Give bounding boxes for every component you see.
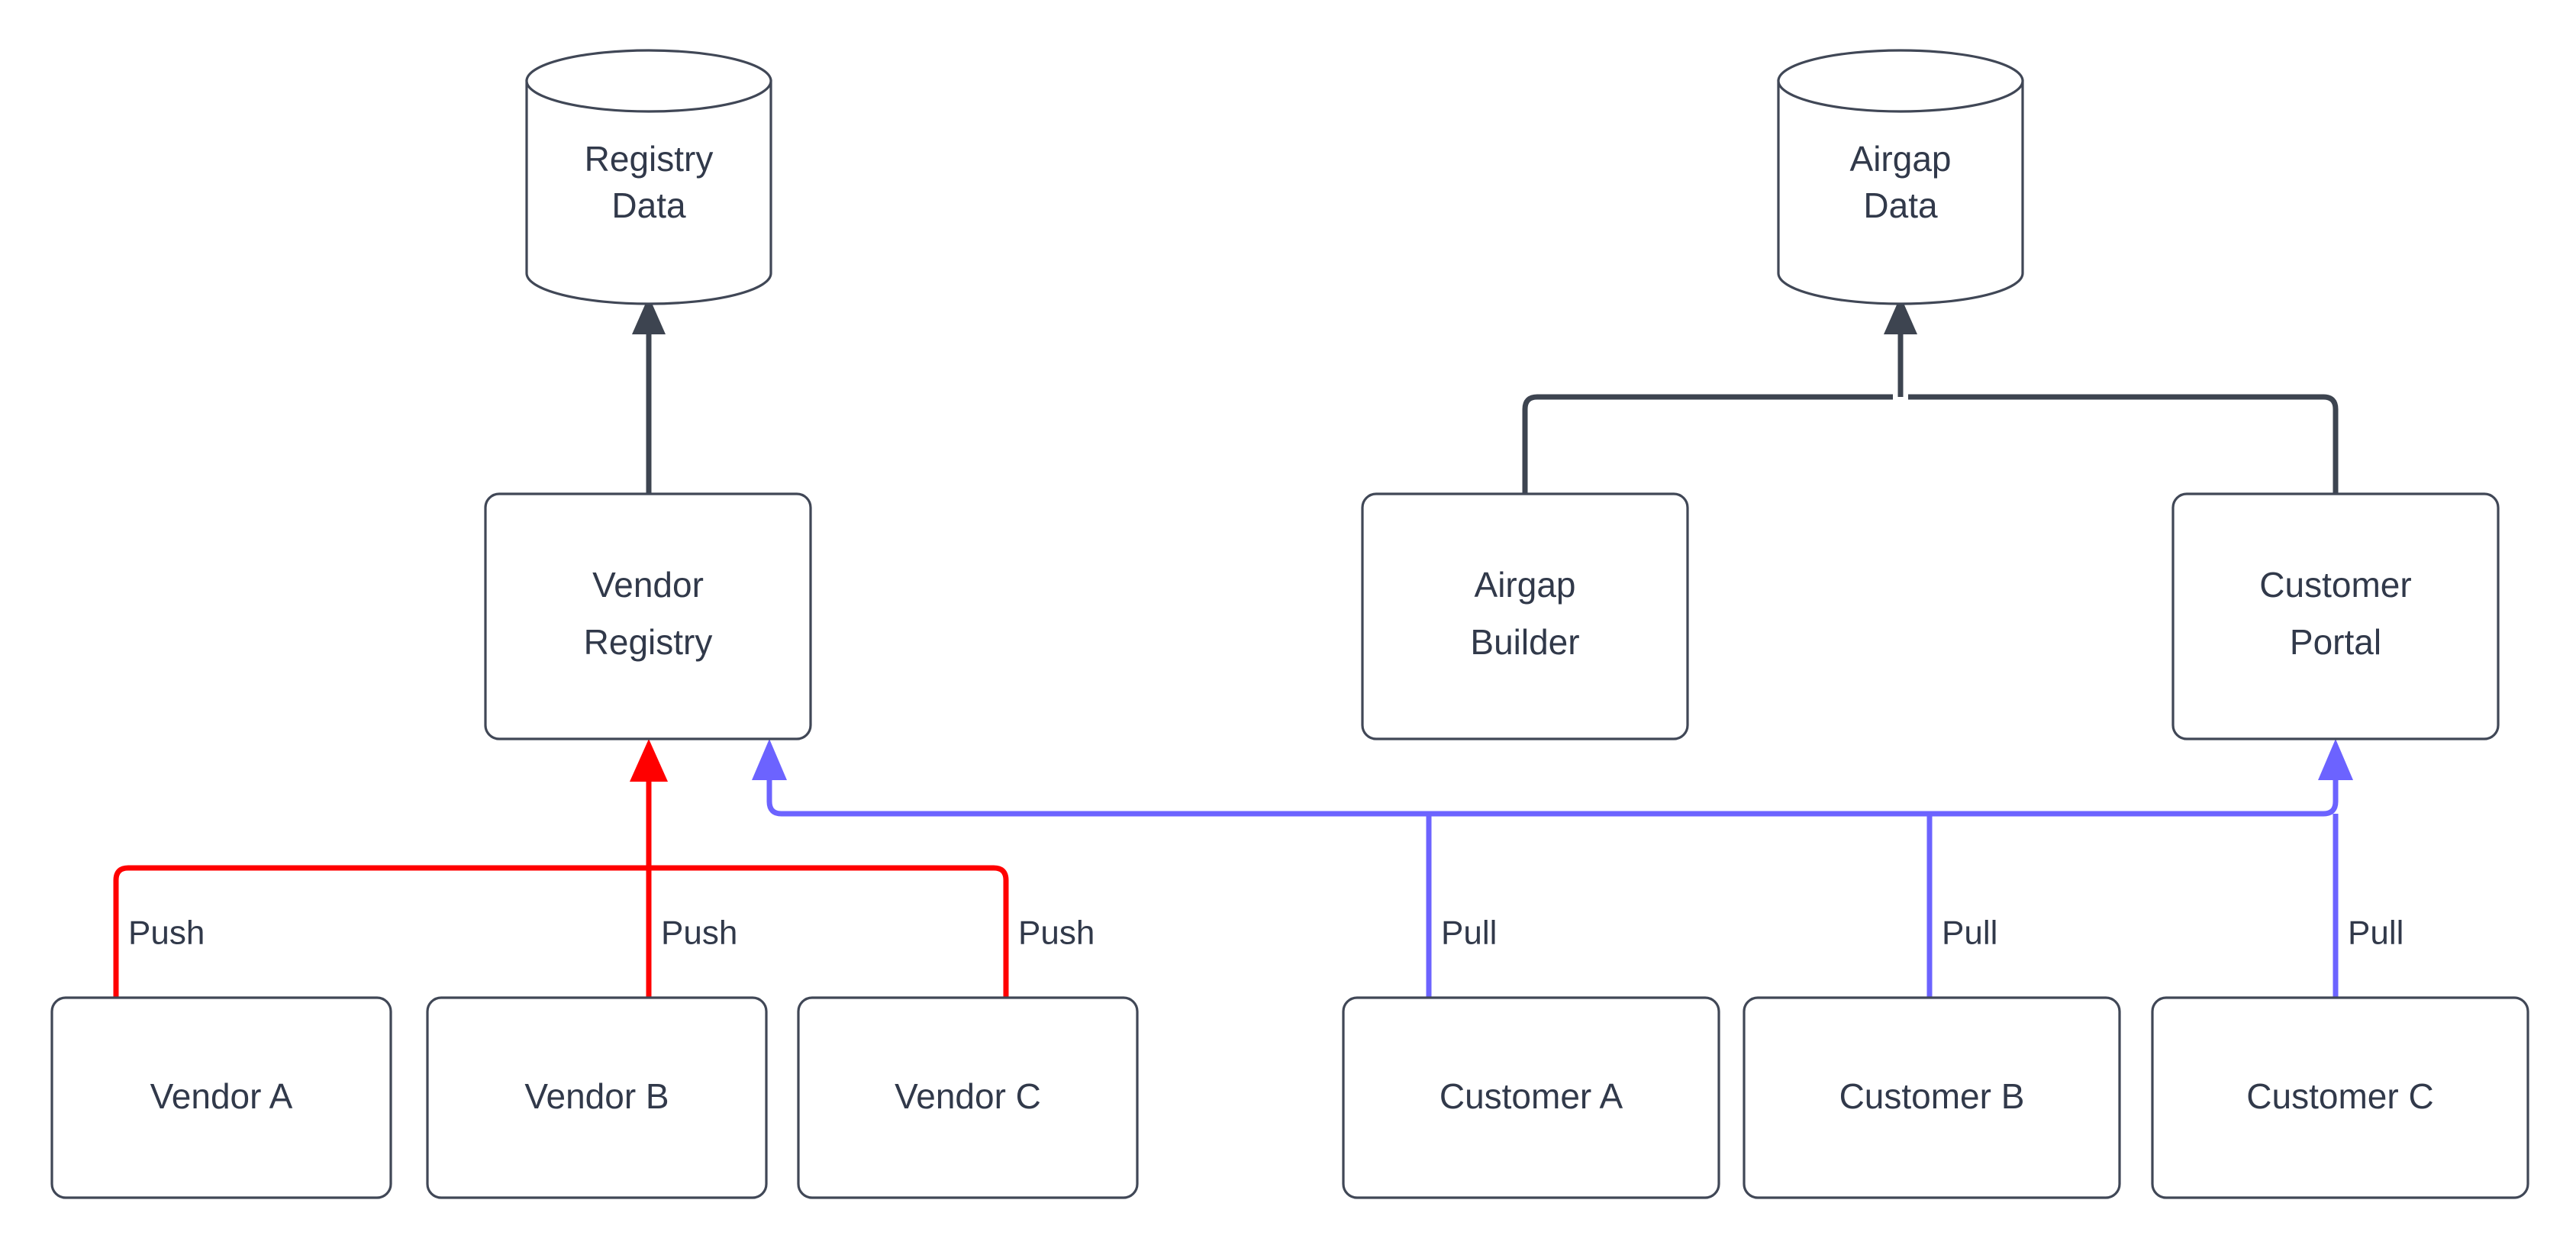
node-label-line2: Portal (2290, 622, 2381, 662)
node-box (1361, 492, 1689, 740)
node-label: Customer A (1440, 1076, 1623, 1116)
cylinder-top-icon (1777, 49, 2024, 113)
edge-pull-bus (752, 739, 2353, 817)
node-label-line1: Registry (585, 139, 714, 179)
node-label-line2: Registry (584, 622, 713, 662)
node-label: Vendor A (150, 1076, 293, 1116)
arrow-head-icon (632, 296, 666, 334)
node-label-line2: Data (611, 185, 686, 225)
node-label: Customer B (1839, 1076, 2025, 1116)
edge-vendor-registry-to-registry-data (632, 296, 666, 496)
edge-airgap-builder-to-airgap-data (1522, 394, 1893, 496)
arrow-head-icon (752, 739, 787, 780)
edge-customer-portal-to-airgap-data (1908, 394, 2339, 496)
cylinder-top-icon (525, 49, 772, 113)
node-customer-portal[interactable]: Customer Portal (2171, 492, 2500, 740)
node-vendor-registry[interactable]: Vendor Registry (484, 492, 812, 740)
cylinder-body (525, 79, 772, 305)
edge-label-push-c: Push (1018, 914, 1095, 952)
node-label-line2: Data (1863, 185, 1938, 225)
edge-line (766, 763, 2339, 817)
node-box (484, 492, 812, 740)
edge-push-bus (113, 865, 1009, 998)
node-airgap-data[interactable]: Airgap Data (1777, 49, 2024, 305)
node-label: Customer C (2246, 1076, 2433, 1116)
arrow-head-icon (2318, 739, 2353, 780)
node-airgap-builder[interactable]: Airgap Builder (1361, 492, 1689, 740)
node-label-line1: Airgap (1475, 565, 1576, 605)
node-vendor-b[interactable]: Vendor B (426, 996, 768, 1199)
arrow-head-icon (630, 739, 668, 782)
node-label-line1: Vendor (592, 565, 704, 605)
edge-label-pull-c: Pull (2348, 914, 2404, 952)
node-customer-a[interactable]: Customer A (1342, 996, 1720, 1199)
node-label-line2: Builder (1470, 622, 1579, 662)
node-label: Vendor C (895, 1076, 1041, 1116)
node-box (2171, 492, 2500, 740)
cylinder-body (1777, 79, 2024, 305)
node-box (1743, 996, 2121, 1199)
node-box (2151, 996, 2529, 1199)
arrow-head-icon (1884, 296, 1917, 334)
edge-push-riser (630, 739, 668, 868)
node-box (797, 996, 1139, 1199)
edge-label-push-b: Push (661, 914, 737, 952)
edge-label-pull-a: Pull (1441, 914, 1497, 952)
edge-label-push-a: Push (128, 914, 205, 952)
node-box (426, 996, 768, 1199)
edge-label-pull-b: Pull (1942, 914, 1997, 952)
node-registry-data[interactable]: Registry Data (525, 49, 772, 305)
node-vendor-a[interactable]: Vendor A (50, 996, 392, 1199)
node-box (50, 996, 392, 1199)
node-customer-b[interactable]: Customer B (1743, 996, 2121, 1199)
edge-airgap-data-inlet (1884, 296, 1917, 397)
edge-line (1522, 394, 1893, 496)
node-label: Vendor B (524, 1076, 669, 1116)
node-customer-c[interactable]: Customer C (2151, 996, 2529, 1199)
node-label-line1: Airgap (1850, 139, 1952, 179)
node-box (1342, 996, 1720, 1199)
node-label-line1: Customer (2259, 565, 2411, 605)
edge-line (113, 865, 1009, 998)
edge-line (1908, 394, 2339, 496)
node-vendor-c[interactable]: Vendor C (797, 996, 1139, 1199)
